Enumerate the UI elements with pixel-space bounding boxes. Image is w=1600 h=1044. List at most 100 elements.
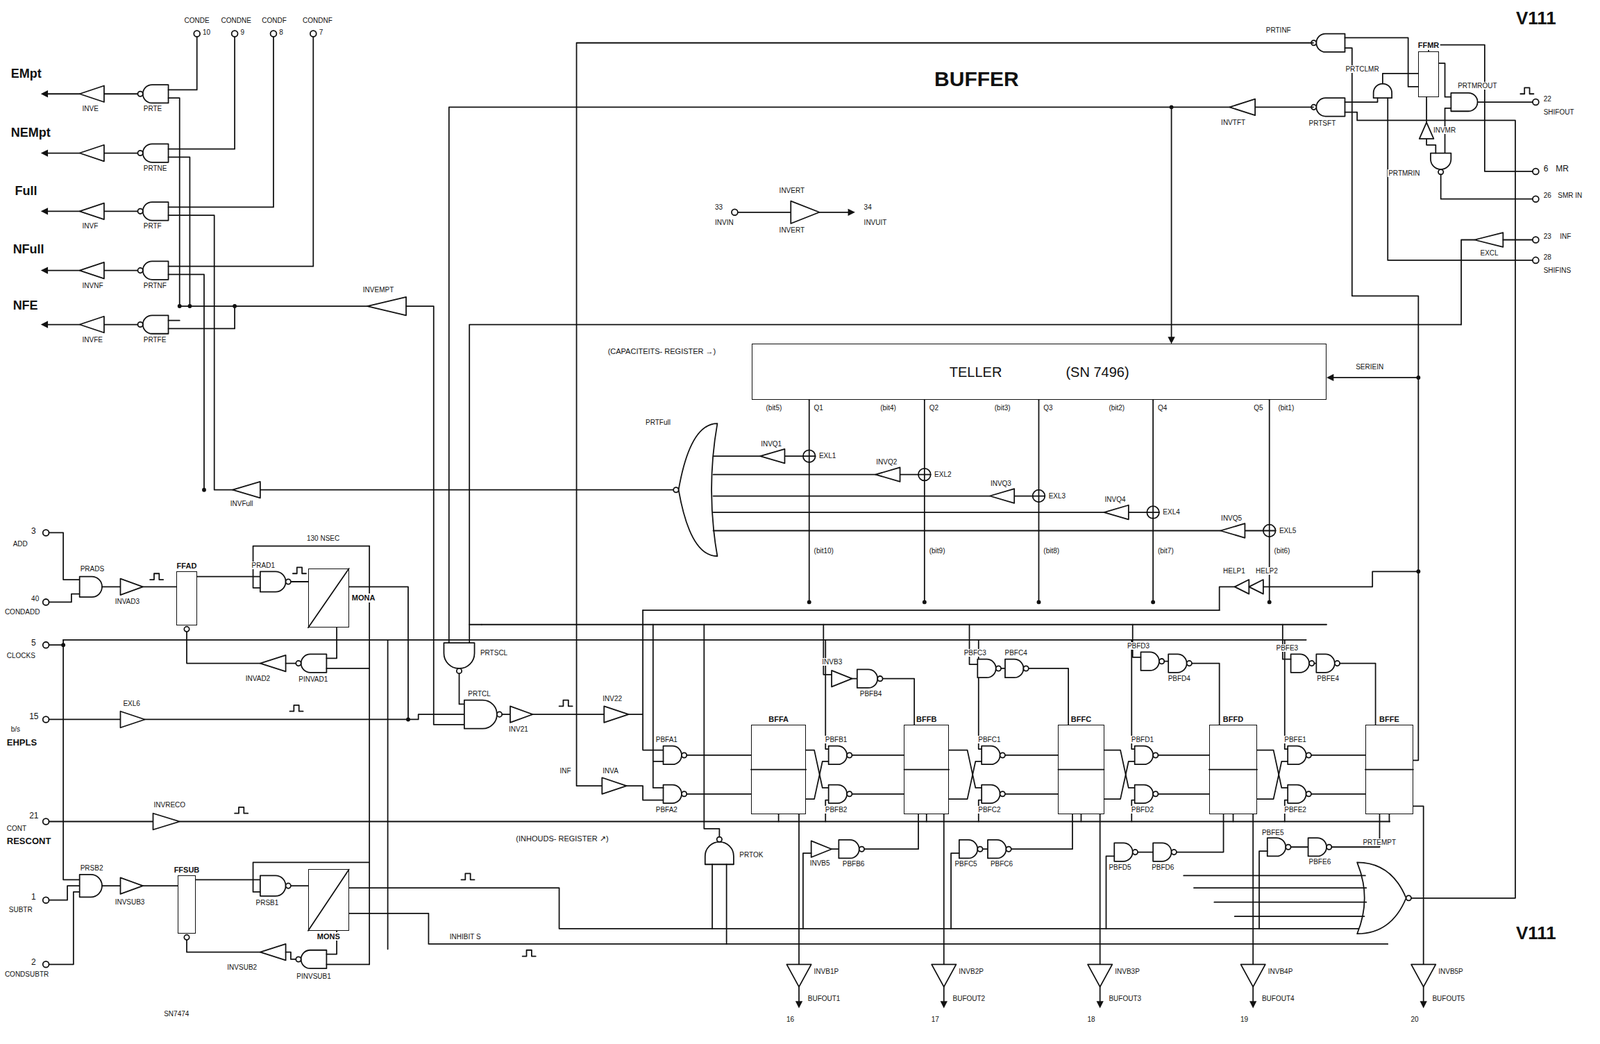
part-label: BUFOUT1: [807, 994, 842, 1003]
wire: [1344, 97, 1378, 103]
junction-dot: [1169, 104, 1174, 109]
and-gate: [838, 839, 859, 858]
component-name: FFAD: [176, 561, 198, 570]
part-label: 3: [30, 526, 37, 536]
connector-pin: [1532, 256, 1539, 264]
arrowhead: [848, 208, 856, 216]
inverter: [79, 316, 105, 334]
connector-pin: [43, 961, 50, 968]
junction-dot: [406, 717, 411, 722]
wire: [1157, 754, 1210, 756]
wire: [1257, 761, 1288, 799]
part-label: PINVSUB1: [295, 972, 332, 981]
arrowhead: [40, 207, 48, 215]
part-label: CLOCKS: [6, 651, 37, 660]
wire: [104, 210, 139, 212]
part-label: 130 NSEC: [306, 534, 341, 543]
inversion-bubble: [137, 208, 143, 214]
pulse-symbol: [149, 573, 164, 580]
and-gate: [260, 875, 286, 896]
wire: [864, 814, 919, 849]
inverter: [603, 705, 629, 723]
part-label: 26: [1543, 191, 1553, 200]
wire: [481, 624, 1327, 626]
wire: [1157, 793, 1210, 795]
wire: [308, 869, 350, 931]
part-label: EXL3: [1048, 492, 1067, 500]
wire: [923, 480, 926, 602]
part-label: PBFE2: [1283, 805, 1308, 814]
signal-name: V111: [1515, 923, 1557, 944]
inversion-bubble: [1005, 846, 1011, 852]
wire: [49, 821, 154, 823]
wire: [326, 963, 370, 965]
xor-symbol: [803, 449, 816, 463]
part-label: 5: [30, 638, 37, 648]
part-label: INVB1P: [813, 967, 840, 976]
part-label: PBFA1: [655, 735, 679, 744]
wire: [1426, 138, 1436, 154]
and-gate: [301, 950, 327, 969]
wire: [751, 769, 806, 771]
wire: [798, 814, 800, 965]
inverter: [120, 711, 145, 729]
part-label: (INHOUDS- REGISTER ↗): [515, 834, 629, 843]
inversion-bubble: [1132, 849, 1138, 855]
component-name: BFFB: [915, 714, 938, 724]
wire: [943, 814, 945, 965]
part-label: 8: [278, 28, 284, 37]
and-gate: [1430, 153, 1451, 171]
part-label: (bit2): [1107, 403, 1126, 412]
part-label: EHPLS: [6, 737, 38, 748]
inverter: [367, 297, 407, 316]
part-label: 34: [863, 203, 873, 212]
inversion-bubble: [1334, 660, 1340, 666]
inverter: [931, 964, 956, 987]
wire: [1038, 399, 1040, 490]
part-label: PBFB2: [824, 805, 849, 814]
wire: [778, 814, 780, 822]
inverter: [1411, 964, 1436, 987]
connector-pin: [193, 30, 200, 37]
connector-pin: [43, 642, 50, 649]
wire: [1255, 106, 1314, 108]
inversion-bubble: [497, 711, 502, 717]
part-label: PRTMRIN: [1387, 169, 1421, 178]
part-label: CONDNF: [301, 16, 334, 25]
wire: [168, 36, 274, 208]
wire: [326, 667, 370, 670]
wire: [903, 769, 949, 771]
part-label: 6: [1543, 164, 1550, 174]
part-label: PBFE6: [1308, 857, 1333, 866]
part-label: INVQ4: [1104, 495, 1127, 504]
connector-pin: [231, 30, 239, 37]
and-gate: [1373, 83, 1392, 99]
wire: [1477, 101, 1533, 103]
connector-pin: [1532, 236, 1539, 243]
wire: [1413, 805, 1424, 965]
wire: [982, 848, 988, 850]
wire: [1339, 663, 1376, 725]
part-label: PRTNE: [142, 164, 168, 173]
part-label: (bit8): [1042, 546, 1060, 555]
inversion-bubble: [183, 626, 189, 632]
inversion-bubble: [1000, 752, 1006, 758]
wire: [1164, 660, 1169, 663]
and-gate: [142, 84, 169, 103]
wire: [1263, 571, 1419, 587]
part-label: (CAPACITEITS- REGISTER →): [607, 347, 731, 356]
wire: [469, 324, 1462, 644]
part-label: INVMR: [1432, 126, 1457, 134]
part-label: SHIFINS: [1543, 266, 1572, 275]
wire: [186, 939, 261, 953]
part-label: SUBTR: [8, 905, 34, 914]
part-label: PRTFull: [644, 418, 672, 427]
part-label: INVQ1: [760, 440, 783, 448]
and-gate: [857, 669, 878, 688]
part-label: (bit7): [1157, 546, 1175, 555]
inverter: [120, 578, 143, 596]
wire: [1000, 667, 1006, 670]
pulse-symbol: [1520, 87, 1534, 94]
monoflop: MONS: [308, 869, 350, 931]
